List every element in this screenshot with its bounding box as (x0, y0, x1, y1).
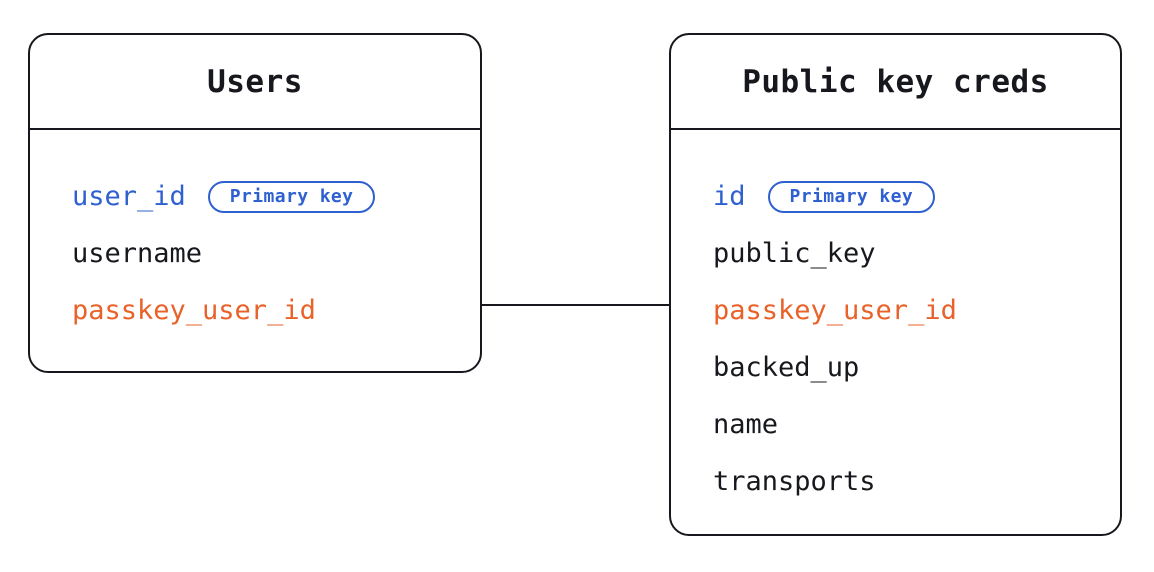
field-name-public-key: public_key (713, 238, 876, 269)
relationship-connector-line (480, 304, 671, 306)
field-row-backed-up[interactable]: backed_up (713, 339, 1120, 396)
field-name-username: username (72, 238, 203, 269)
field-list-public-key-creds: id Primary key public_key passkey_user_i… (671, 128, 1120, 534)
field-name-passkey-user-id: passkey_user_id (72, 295, 316, 326)
field-name-backed-up: backed_up (713, 352, 860, 383)
field-name-user-id: user_id (72, 181, 186, 212)
field-row-username[interactable]: username (72, 225, 480, 282)
field-row-public-key[interactable]: public_key (713, 225, 1120, 282)
field-row-name[interactable]: name (713, 396, 1120, 453)
entity-box-users[interactable]: Users user_id Primary key username passk… (28, 33, 482, 373)
field-name-id: id (713, 181, 746, 212)
field-name-name: name (713, 409, 779, 440)
entity-box-public-key-creds[interactable]: Public key creds id Primary key public_k… (669, 33, 1122, 536)
field-row-passkey-user-id[interactable]: passkey_user_id (713, 282, 1120, 339)
field-row-id[interactable]: id Primary key (713, 168, 1120, 225)
field-list-users: user_id Primary key username passkey_use… (30, 128, 480, 371)
field-row-passkey-user-id[interactable]: passkey_user_id (72, 282, 480, 339)
entity-title-users: Users (207, 63, 303, 100)
entity-header-divider (669, 128, 1122, 130)
field-name-transports: transports (713, 466, 876, 497)
field-row-user-id[interactable]: user_id Primary key (72, 168, 480, 225)
field-row-transports[interactable]: transports (713, 453, 1120, 510)
primary-key-badge: Primary key (207, 180, 376, 213)
primary-key-badge: Primary key (767, 180, 936, 213)
field-name-passkey-user-id: passkey_user_id (713, 295, 957, 326)
entity-title-public-key-creds: Public key creds (742, 63, 1049, 100)
entity-header-divider (28, 128, 482, 130)
